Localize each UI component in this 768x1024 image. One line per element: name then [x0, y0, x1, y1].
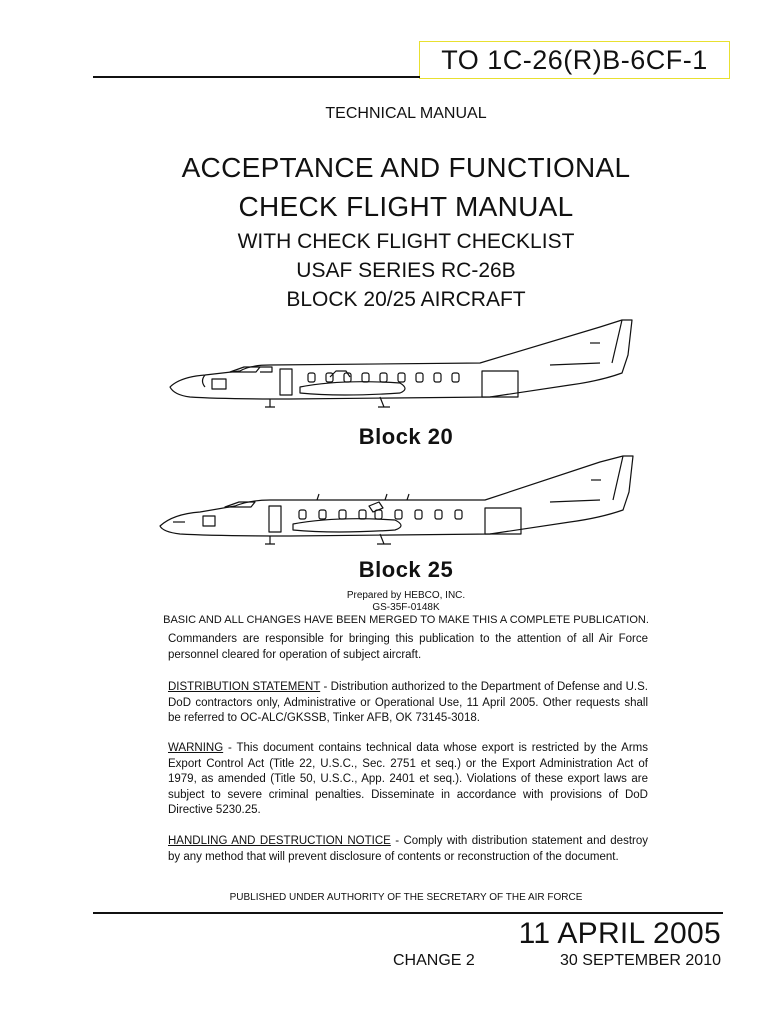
block20-label: Block 20: [358, 424, 454, 449]
warning-heading: WARNING: [168, 742, 224, 754]
block25-aircraft-drawing: [159, 455, 634, 545]
subtitle-line-1: WITH CHECK FLIGHT CHECKLIST: [237, 230, 575, 253]
authority-line: PUBLISHED UNDER AUTHORITY OF THE SECRETA…: [229, 892, 583, 903]
to-number: TO 1C-26(R)B-6CF-1: [441, 45, 708, 75]
change-date: 30 SEPTEMBER 2010: [560, 952, 721, 969]
handling-notice: HANDLING AND DESTRUCTION NOTICE - Comply…: [168, 834, 648, 865]
contract-number: GS-35F-0148K: [372, 602, 440, 613]
to-number-box: [419, 41, 730, 79]
bottom-rule: [93, 912, 723, 914]
handling-heading: HANDLING AND DESTRUCTION NOTICE: [168, 835, 391, 847]
title-line-1: ACCEPTANCE AND FUNCTIONAL: [181, 152, 631, 183]
distribution-statement: DISTRIBUTION STATEMENT - Distribution au…: [168, 680, 648, 727]
subtitle-line-3: BLOCK 20/25 AIRCRAFT: [286, 288, 526, 311]
warning-text: - This document contains technical data …: [168, 742, 648, 816]
manual-type: TECHNICAL MANUAL: [325, 105, 487, 122]
block25-label: Block 25: [358, 557, 454, 582]
change-label: CHANGE 2: [393, 952, 475, 969]
merged-notice: BASIC AND ALL CHANGES HAVE BEEN MERGED T…: [163, 614, 649, 626]
commanders-paragraph: Commanders are responsible for bringing …: [168, 633, 648, 661]
title-line-2: CHECK FLIGHT MANUAL: [238, 191, 574, 222]
publication-date: 11 APRIL 2005: [518, 917, 721, 950]
warning-paragraph: WARNING - This document contains technic…: [168, 741, 648, 819]
distribution-heading: DISTRIBUTION STATEMENT: [168, 681, 321, 693]
subtitle-line-2: USAF SERIES RC-26B: [296, 259, 516, 282]
prepared-by: Prepared by HEBCO, INC.: [346, 590, 466, 601]
handling-text: - Comply with distribution statement and…: [168, 835, 648, 863]
top-rule: [93, 76, 420, 78]
distribution-text: - Distribution authorized to the Departm…: [168, 681, 648, 724]
block20-aircraft-drawing: [169, 319, 633, 408]
